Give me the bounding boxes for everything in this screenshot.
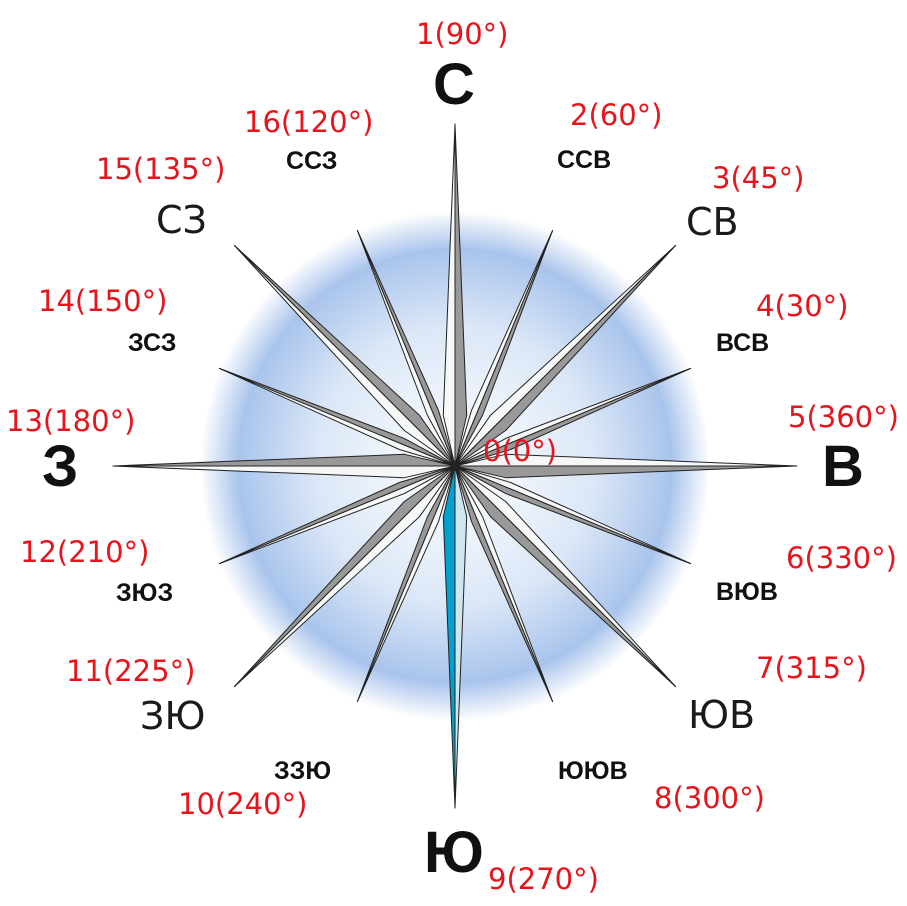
label-number-13: 13(180°) — [6, 404, 136, 438]
label-north-north-west: ССЗ — [286, 147, 338, 175]
label-north: С — [433, 52, 475, 117]
label-north-east: СВ — [686, 200, 739, 244]
ray-sse-right-half — [454, 465, 554, 703]
secondary-rays — [218, 229, 692, 703]
label-number-14: 14(150°) — [38, 284, 168, 318]
label-north-west: СЗ — [156, 198, 207, 242]
label-south-west: ЗЮ — [140, 694, 206, 738]
label-number-center: 0(0°) — [483, 434, 558, 468]
intercardinal-rays — [233, 244, 677, 688]
label-number-5: 5(360°) — [788, 400, 899, 434]
label-west-north-west: ЗСЗ — [128, 329, 177, 357]
label-east-north-east: ВСВ — [716, 329, 770, 357]
label-number-8: 8(300°) — [654, 781, 765, 815]
label-east-south-east: ВЮВ — [716, 578, 778, 606]
ray-ese-right-half — [454, 465, 692, 565]
label-south-south-east: ЮЮВ — [558, 757, 628, 785]
label-south-east: ЮВ — [688, 693, 756, 737]
label-number-12: 12(210°) — [20, 535, 150, 569]
cardinal-rays — [112, 123, 798, 809]
label-number-4: 4(30°) — [756, 289, 849, 323]
label-number-15: 15(135°) — [96, 152, 226, 186]
label-number-6: 6(330°) — [786, 541, 897, 575]
label-west: З — [42, 434, 79, 499]
ray-nne-right-half — [454, 229, 554, 467]
compass-center-pin — [452, 463, 458, 469]
ray-north-right-half — [454, 123, 468, 467]
ray-ne-right-half — [454, 244, 677, 467]
ray-nnw-right-half — [356, 229, 456, 467]
label-number-3: 3(45°) — [712, 161, 805, 195]
ray-south-right-half — [442, 465, 456, 809]
label-number-11: 11(225°) — [66, 654, 196, 688]
ray-se-right-half — [454, 465, 677, 688]
ray-sw-right-half — [233, 465, 456, 688]
label-south: Ю — [424, 820, 484, 885]
ray-east-right-half — [454, 465, 798, 479]
ray-wnw-right-half — [218, 367, 456, 467]
label-east: В — [822, 434, 864, 499]
label-west-south-west: ЗЮЗ — [116, 579, 174, 607]
label-south-south-west: ЗЗЮ — [274, 757, 332, 785]
label-number-10: 10(240°) — [178, 787, 308, 821]
ray-wsw-right-half — [218, 465, 456, 565]
label-number-2: 2(60°) — [570, 98, 663, 132]
label-number-9: 9(270°) — [488, 862, 599, 896]
label-north-north-east: ССВ — [557, 146, 612, 174]
ray-ssw-right-half — [356, 465, 456, 703]
ray-west-right-half — [112, 453, 456, 467]
label-number-16: 16(120°) — [244, 105, 374, 139]
ray-ene-right-half — [454, 367, 692, 467]
label-number-7: 7(315°) — [756, 651, 867, 685]
label-number-1: 1(90°) — [416, 17, 509, 51]
ray-nw-right-half — [233, 244, 456, 467]
